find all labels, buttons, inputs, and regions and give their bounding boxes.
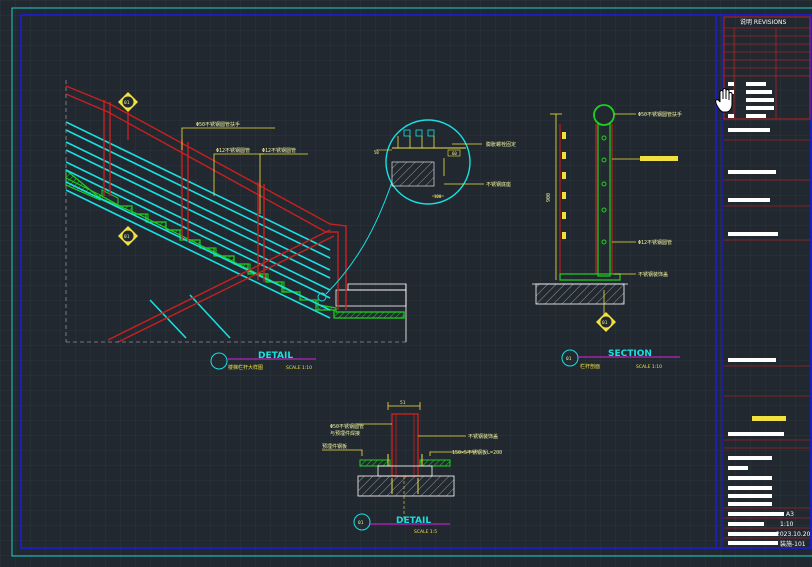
detail-ref-marker[interactable] xyxy=(317,292,327,302)
enlarged-leaders xyxy=(444,143,484,185)
stair-leaders xyxy=(181,127,308,214)
section-subtitle: 栏杆剖面 xyxy=(580,363,600,370)
detail-left-scale: SCALE 1:10 xyxy=(286,365,312,371)
section-title-block: 01 SECTION 栏杆剖面 SCALE 1:10 xyxy=(561,349,680,370)
bubble-callout-a[interactable]: 01 xyxy=(118,92,138,112)
svg-text:01: 01 xyxy=(124,234,130,240)
svg-text:01: 01 xyxy=(124,100,130,106)
section-height-dim: 900 xyxy=(546,193,552,202)
label-bottom-right-b: 150×5不锈钢板L=200 xyxy=(452,449,502,456)
title-block: 说明 REVISIONS xyxy=(723,16,811,548)
bubble-callout-b[interactable]: 01 xyxy=(118,226,138,246)
bubble-callout-c[interactable]: 01 xyxy=(596,312,616,332)
detail-ref-curve xyxy=(325,169,397,295)
detail-left-title: DETAIL xyxy=(258,351,293,361)
svg-text:01: 01 xyxy=(602,320,608,326)
label-callout-a: 膨胀螺栓固定 xyxy=(486,141,516,148)
enlarged-detail-bubble: 50 60 100 xyxy=(374,119,471,205)
callout-dim-c: 100 xyxy=(434,194,442,199)
label-bottom-right-a: 不锈钢装饰盖 xyxy=(468,433,498,440)
section-title-bubble: 01 xyxy=(566,356,572,362)
label-bottom-left-a: Φ50不锈钢圆管 xyxy=(330,423,364,430)
bottom-dim-label: 51 xyxy=(400,400,406,406)
hand-pan-icon xyxy=(715,88,733,113)
label-section-mid: Φ12不锈钢圆管 xyxy=(638,239,672,246)
label-section-top: Φ50不锈钢圆管扶手 xyxy=(638,111,682,118)
sheet-outer-frame xyxy=(11,7,812,557)
titleblock-date: 2023.10.20 xyxy=(776,531,811,538)
section-scale: SCALE 1:10 xyxy=(636,364,662,370)
label-handrail-top: Φ50不锈钢圆管扶手 xyxy=(196,121,240,128)
titleblock-drawing-no: 装施-101 xyxy=(780,540,806,548)
section-title: SECTION xyxy=(608,349,652,359)
stair-steps xyxy=(65,177,336,311)
label-bar-mid-b: Φ12不锈钢圆管 xyxy=(262,147,296,154)
stair-detail-view: Φ50不锈钢圆管扶手 Φ12不锈钢圆管 Φ12不锈钢圆管 01 01 DETAI… xyxy=(65,80,407,371)
detail-left-marker xyxy=(210,352,228,370)
titleblock-scale: 1:10 xyxy=(780,521,794,528)
label-bottom-left-b: 与预埋件焊接 xyxy=(330,430,360,437)
label-section-bottom: 不锈钢装饰盖 xyxy=(638,271,668,278)
detail-left-subtitle: 楼梯栏杆大样图 xyxy=(228,364,263,371)
bottom-title-block: 01 DETAIL SCALE 1:5 xyxy=(353,513,450,535)
bottom-detail-view: 51 xyxy=(322,400,478,520)
stair-handrails xyxy=(65,85,347,343)
label-callout-b: 不锈钢底座 xyxy=(486,181,511,188)
section-view: 900 01 xyxy=(532,104,678,332)
bottom-title-bubble: 01 xyxy=(358,520,364,526)
sheet-inner-frame xyxy=(20,14,812,549)
label-bar-mid-a: Φ12不锈钢圆管 xyxy=(216,147,250,154)
bottom-title: DETAIL xyxy=(396,516,431,526)
callout-dim-b: 60 xyxy=(452,151,457,156)
titleblock-header: 说明 REVISIONS xyxy=(740,18,787,26)
label-bottom-left-c: 预埋件钢板 xyxy=(322,443,347,450)
titleblock-sheet-size: A3 xyxy=(786,511,794,518)
callout-dim-a: 50 xyxy=(374,150,379,155)
bottom-scale: SCALE 1:5 xyxy=(414,529,437,535)
